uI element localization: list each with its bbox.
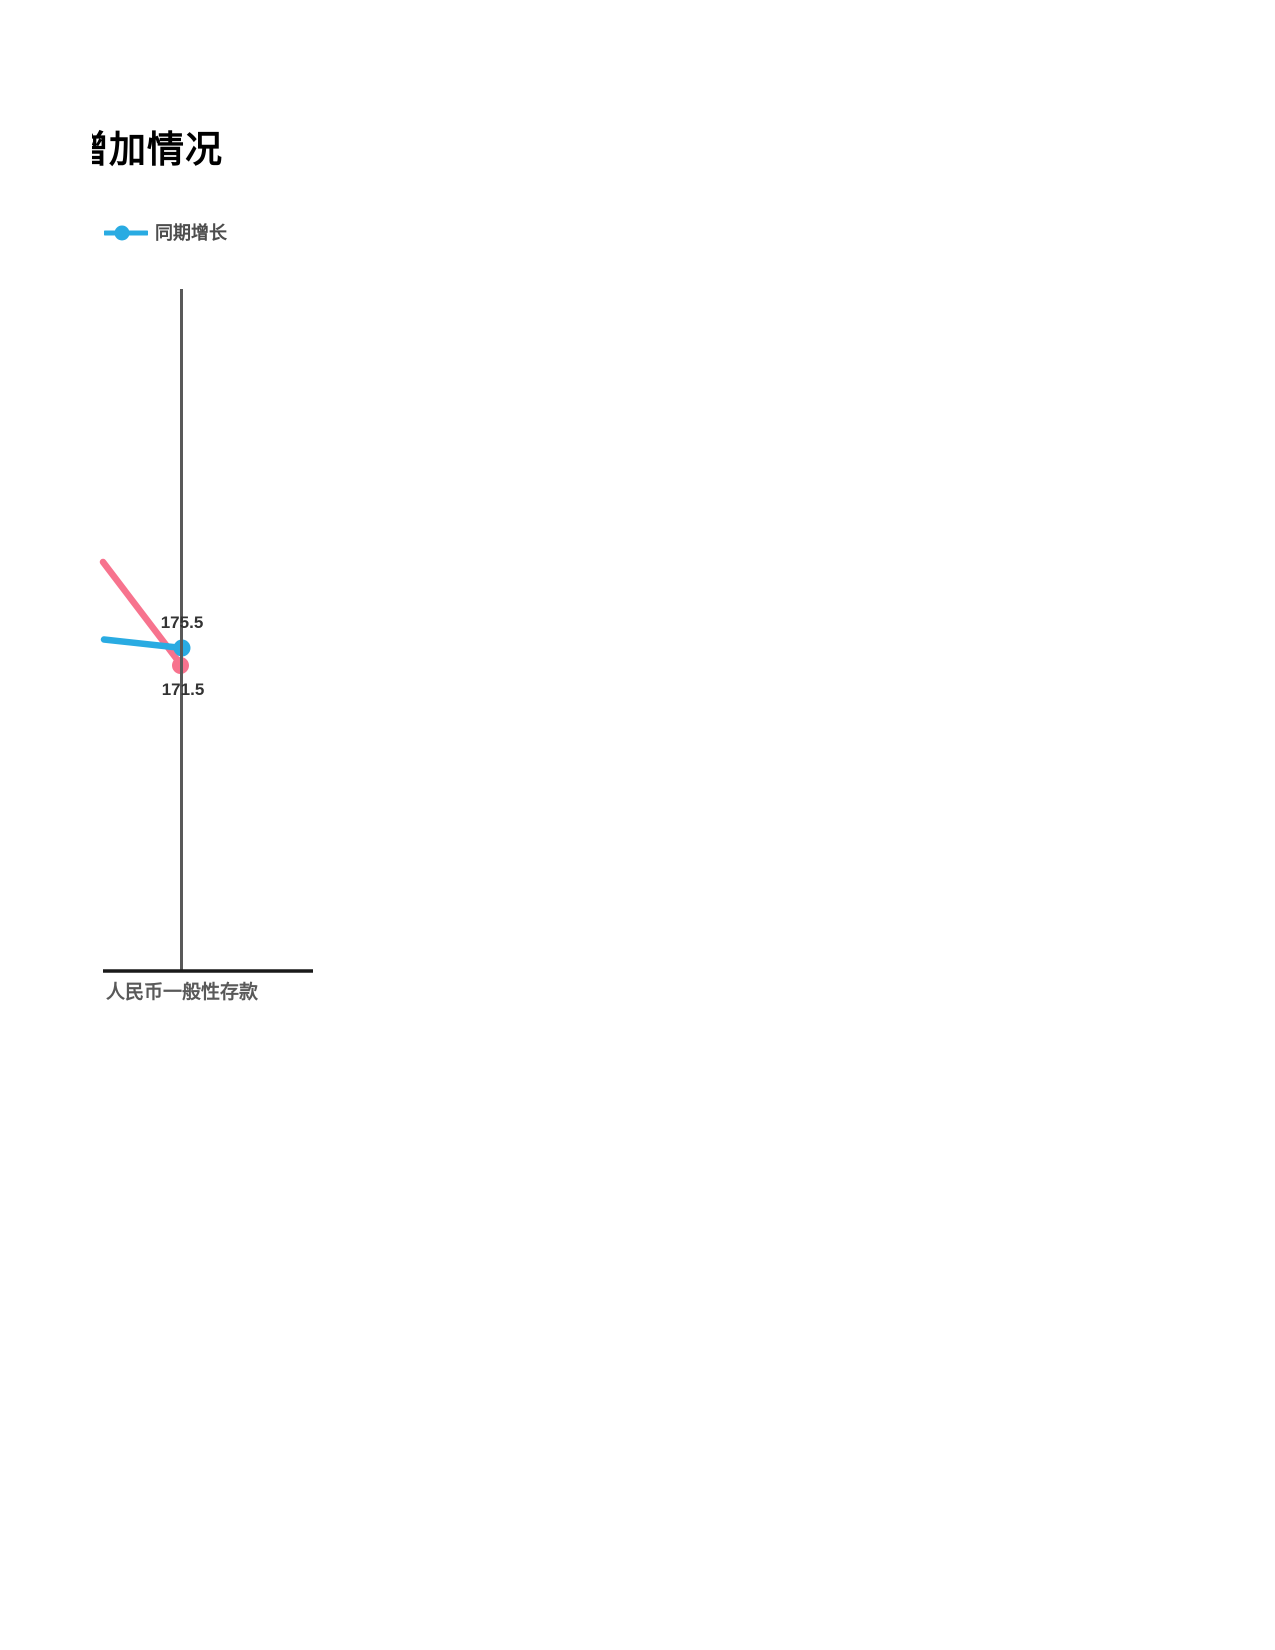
data-label-blue-series: 175.5	[160, 613, 204, 632]
legend-line-dot-icon	[104, 225, 148, 241]
data-label-pink-series: 171.5	[161, 680, 205, 699]
legend-marker-dot	[114, 225, 130, 241]
series-line-blue	[100, 636, 186, 652]
legend: 同期增长	[104, 222, 227, 244]
x-axis-category-label: 人民币一般性存款	[105, 982, 259, 1003]
page-title: 增加情况	[92, 129, 223, 170]
legend-item-tongqizengzhang[interactable]: 同期增长	[104, 222, 227, 244]
title-clip-region: 增加情况	[92, 126, 412, 178]
chart-canvas	[99, 289, 313, 973]
legend-label: 同期增长	[155, 223, 227, 243]
